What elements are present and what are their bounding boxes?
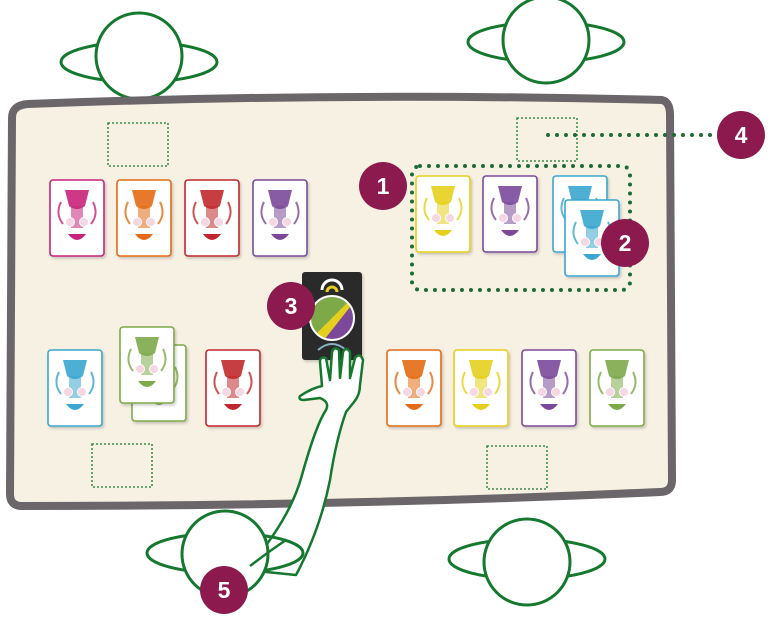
card-yellow-bottom-right: [454, 350, 508, 426]
badge-1-label: 1: [377, 173, 390, 199]
card-red-bottom-left: [206, 350, 260, 426]
badge-3: 3: [267, 282, 315, 330]
card-orange-top-left: [117, 180, 171, 256]
card-purple-bottom-right: [522, 350, 576, 426]
player-top-left-icon: [61, 13, 217, 99]
badge-5-label: 5: [218, 577, 231, 603]
badge-4: 4: [717, 111, 765, 159]
player-top-right-icon: [468, 0, 624, 83]
badge-4-label: 4: [735, 122, 748, 148]
card-red-top-left: [185, 180, 239, 256]
card-green-bottom-right: [590, 350, 644, 426]
badge-5: 5: [200, 566, 248, 614]
badge-3-label: 3: [285, 293, 298, 319]
card-orange-bottom-right: [387, 350, 441, 426]
badge-2: 2: [601, 219, 649, 267]
card-green-bottom-left-front: [120, 327, 174, 403]
player-bottom-right-icon: [449, 519, 605, 605]
badge-1: 1: [359, 162, 407, 210]
card-purple-top-left: [253, 180, 307, 256]
card-blue-bottom-left: [48, 350, 102, 426]
card-purple-group: [483, 176, 537, 252]
card-pink-top-left: [50, 180, 104, 256]
card-yellow-group: [416, 176, 470, 252]
badge-2-label: 2: [619, 230, 632, 256]
